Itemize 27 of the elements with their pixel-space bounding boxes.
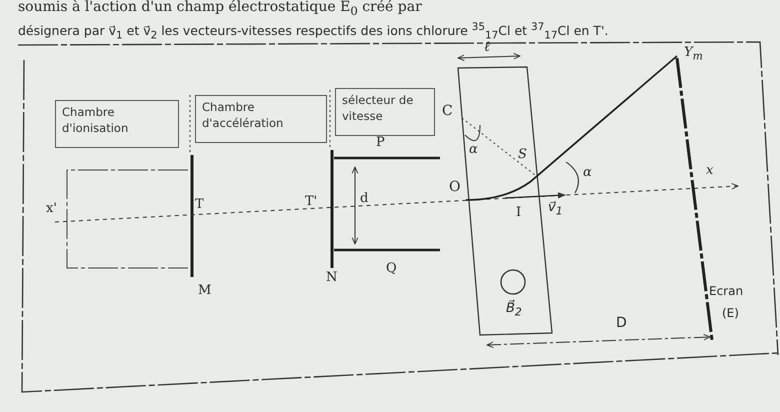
label: S	[518, 148, 527, 162]
label: C	[442, 104, 453, 120]
label: Q	[386, 262, 397, 276]
label: P	[376, 136, 385, 150]
label: O	[449, 180, 460, 196]
label: D	[616, 316, 627, 332]
label: ℓ	[484, 40, 490, 56]
label: α	[583, 166, 592, 180]
label: M	[198, 284, 212, 298]
label: (E)	[722, 307, 739, 320]
text-line: soumis à l'action d'un champ électrostatique E$_{0}$ créé par	[18, 0, 422, 18]
chamber-label-box: sélecteur de vitesse	[335, 88, 435, 136]
label: B⃗$_{2}$	[506, 302, 522, 318]
text-line: désignera par v⃗$_{1}$ et v⃗$_{2}$ les vecteurs-vitesses respectifs des ions chlorure $^{35}$$_{17}$Cl et $^{37}$$_{17}$Cl en T'.	[18, 22, 608, 42]
label: d	[360, 192, 368, 206]
chamber-label-box: Chambre d'ionisation	[55, 100, 179, 148]
label: Y$_{m}$	[684, 46, 703, 62]
label: α	[469, 143, 478, 158]
label: I	[516, 206, 522, 220]
chamber-label-box: Chambre d'accélération	[195, 95, 327, 143]
label: v⃗$_{1}$	[548, 201, 563, 218]
label: N	[326, 271, 338, 286]
label: T'	[305, 195, 318, 210]
label: Ecran	[709, 285, 744, 298]
label: x	[706, 164, 714, 178]
label: x'	[46, 202, 57, 216]
label: T	[195, 198, 204, 212]
